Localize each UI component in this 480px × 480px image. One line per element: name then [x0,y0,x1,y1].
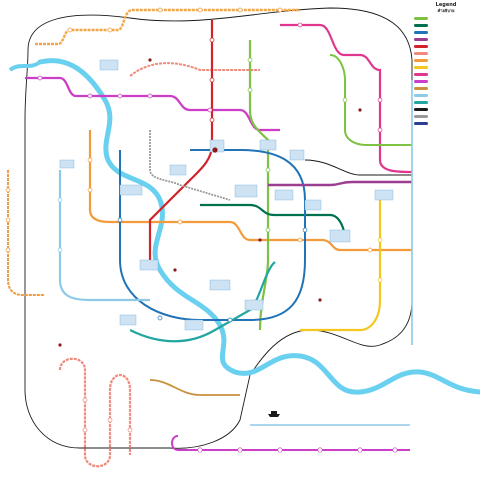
legend-swatch [414,122,428,125]
legend-row-line-orange [414,57,478,64]
legend-swatch [414,80,428,83]
green-line-east [329,54,412,146]
pink-line-east [280,23,413,174]
station-markers [5,7,398,453]
legend-row-line-blue [414,29,478,36]
legend-row-line-magenta [414,78,478,85]
grey-line [149,130,231,201]
orange-line-main [88,130,412,252]
legend-panel: Legend คำอธิบาย [414,2,478,127]
legend-swatch [414,31,428,34]
landmark-markers [58,58,362,347]
legend-swatch [414,101,428,104]
gold-line-bottom [149,379,240,396]
legend-swatch [414,17,428,20]
legend-swatch [414,108,428,111]
yellow-line [300,200,382,332]
legend-swatch [414,94,428,97]
legend-swatch [414,45,428,48]
legend-row-line-darkgreen [414,22,478,29]
interchange-boxes [59,59,394,331]
orange-line-top [35,8,300,46]
legend-subtitle: คำอธิบาย [437,8,455,13]
purple-line [268,180,412,187]
chao-phraya-river [37,58,480,395]
river-branch [8,60,42,72]
legend-swatch [414,38,428,41]
legend-row-line-lightred [414,50,478,57]
legend-row-line-teal [414,99,478,106]
orange-line-left [7,170,45,296]
blue-line-loop [119,149,306,321]
legend-row-line-black [414,106,478,113]
legend-swatch [414,115,428,118]
legend-swatch [414,73,428,76]
legend-row-line-purple [414,36,478,43]
legend-title: Legend [435,2,457,8]
lightblue-line [58,170,150,302]
purple-line-bottom [171,435,410,451]
legend-row-line-lightblue [414,92,478,99]
legend-row-line-grey [414,113,478,120]
legend-row-line-navy [414,120,478,127]
map-outline [24,7,413,449]
lightred-line-south [58,357,132,468]
legend-swatch [414,59,428,62]
black-line-east [304,159,412,176]
legend-row-line-gold [414,85,478,92]
legend-row-line-yellow [414,64,478,71]
legend-row-line-red [414,43,478,50]
legend-swatch [414,87,428,90]
teal-line [129,261,276,343]
magenta-line [25,76,280,132]
red-line-north [129,62,260,77]
legend-swatch [414,66,428,69]
ferry-icon [268,411,280,417]
darkgreen-line [200,203,347,241]
legend-swatch [414,24,428,27]
legend-row-line-green [414,15,478,22]
legend-swatch [414,52,428,55]
legend-row-line-pink [414,71,478,78]
